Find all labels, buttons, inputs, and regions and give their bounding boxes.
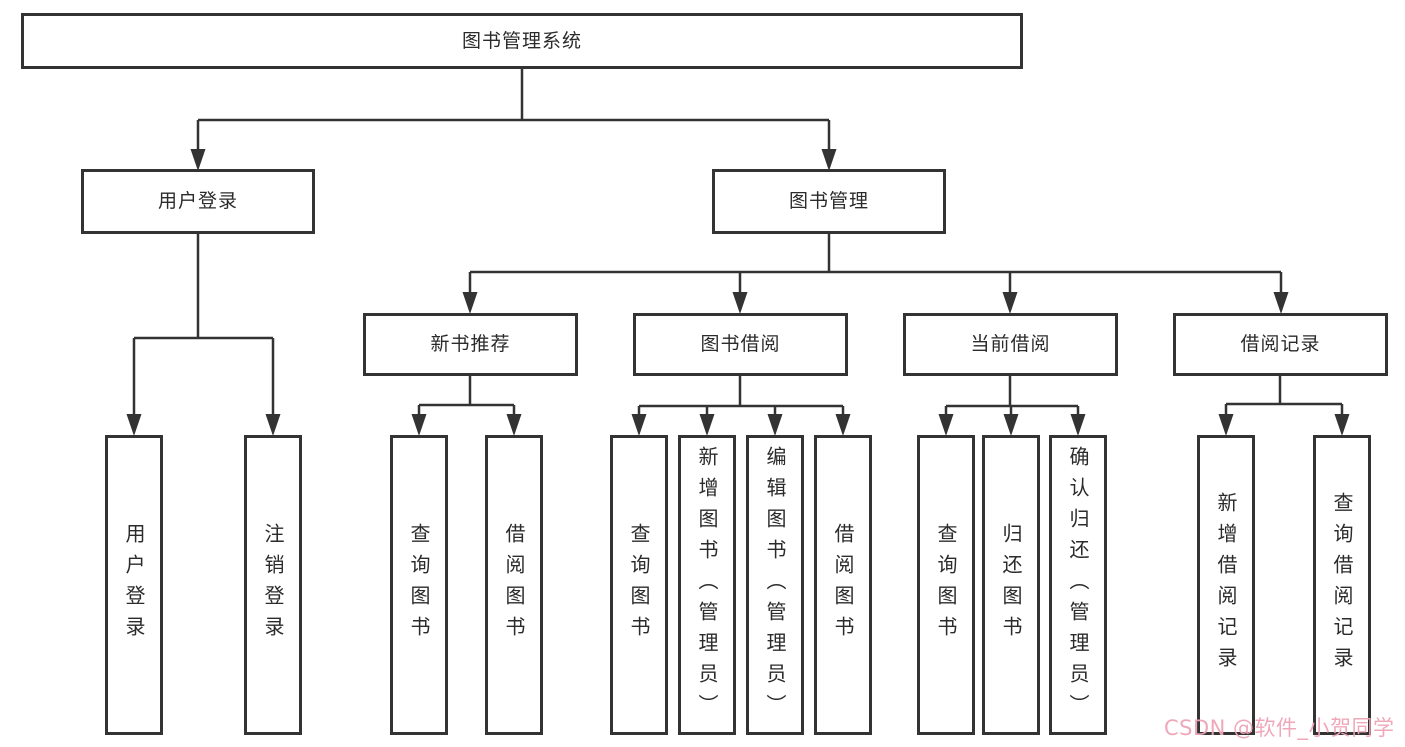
connector-recommend-to-leaves [417, 376, 516, 416]
node-borrowing-records: 借阅记录 [1173, 313, 1388, 376]
node-book-borrowing: 图书借阅 [633, 313, 848, 376]
connector-login-to-leaves [132, 234, 275, 416]
node-leaf-cb-return-books: 归还图书 [982, 435, 1040, 735]
node-leaf-bb-query-books: 查询图书 [610, 435, 668, 735]
connector-current-to-leaves [944, 376, 1080, 416]
node-leaf-logout: 注销登录 [244, 435, 302, 735]
connector-root-to-level2 [196, 69, 831, 150]
node-leaf-bb-add-books-admin: 新增图书（管理员） [678, 435, 736, 735]
node-leaf-rec-query-books: 查询图书 [390, 435, 448, 735]
node-current-borrowing: 当前借阅 [903, 313, 1118, 376]
node-new-book-recommend: 新书推荐 [363, 313, 578, 376]
node-user-login: 用户登录 [81, 169, 315, 234]
connector-management-to-level3 [468, 234, 1283, 293]
node-leaf-user-login: 用户登录 [105, 435, 163, 735]
watermark-text: CSDN @软件_小贺同学 [1164, 716, 1395, 740]
connector-records-to-leaves [1224, 376, 1344, 416]
node-leaf-cb-query-books: 查询图书 [917, 435, 975, 735]
node-leaf-br-query-record: 查询借阅记录 [1313, 435, 1371, 735]
connector-borrowing-to-leaves [637, 376, 845, 416]
node-leaf-cb-confirm-return-admin: 确认归还（管理员） [1049, 435, 1107, 735]
node-leaf-bb-borrow-books: 借阅图书 [814, 435, 872, 735]
node-leaf-br-add-record: 新增借阅记录 [1197, 435, 1255, 735]
node-leaf-bb-edit-books-admin: 编辑图书（管理员） [746, 435, 804, 735]
node-library-system: 图书管理系统 [21, 13, 1023, 69]
node-leaf-rec-borrow-books: 借阅图书 [485, 435, 543, 735]
node-book-management: 图书管理 [712, 169, 946, 234]
